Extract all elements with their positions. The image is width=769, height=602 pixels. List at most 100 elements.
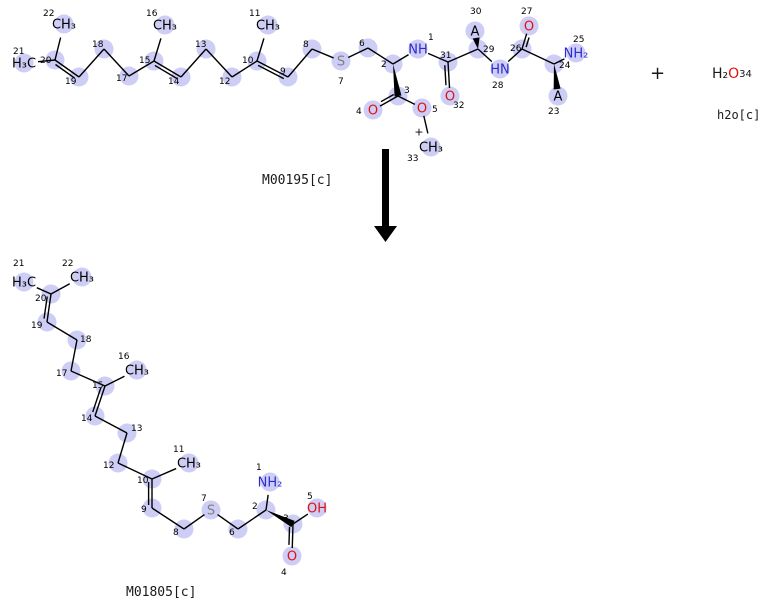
atom-map-number: 18 xyxy=(80,335,92,345)
atom-label: S xyxy=(207,504,215,519)
bond xyxy=(50,283,71,295)
atom-highlight xyxy=(282,546,302,566)
atom-label: OH xyxy=(307,502,327,517)
atom-map-number: 10 xyxy=(137,476,149,486)
bond xyxy=(94,415,128,434)
atom-map-number: 11 xyxy=(249,9,260,19)
atom-map-number: 5 xyxy=(432,105,438,115)
bond xyxy=(70,339,78,372)
bond xyxy=(103,48,130,77)
atom-highlight xyxy=(440,86,460,106)
atom-label: CH₃ xyxy=(419,141,443,156)
atom-map-number: 19 xyxy=(31,321,43,331)
bond xyxy=(265,494,269,511)
atom-map-number: 13 xyxy=(131,424,142,434)
atom-map-number: 23 xyxy=(548,107,559,117)
atom-map-number: 21 xyxy=(13,47,24,57)
water-map-number: 34 xyxy=(739,69,752,80)
plus-sign: + xyxy=(650,63,666,84)
atom-highlight xyxy=(54,14,74,34)
bond xyxy=(46,293,52,323)
atom-map-number: 28 xyxy=(492,81,504,91)
atom-map-number: 26 xyxy=(510,44,522,54)
water-id-label: h2o[c] xyxy=(717,108,761,122)
atom-map-number: 31 xyxy=(440,51,451,61)
bond xyxy=(367,47,394,65)
atom-map-number: 10 xyxy=(242,56,254,66)
atom-label: A xyxy=(554,90,563,105)
bond xyxy=(291,523,294,549)
atom-map-number: 17 xyxy=(116,74,127,84)
bond xyxy=(153,38,162,62)
atom-label: CH₃ xyxy=(52,18,76,33)
atom-map-number: 3 xyxy=(283,514,289,524)
bond-double-line xyxy=(444,65,447,86)
atom-map-number: 22 xyxy=(43,9,54,19)
atom-map-number: 13 xyxy=(195,40,206,50)
bond xyxy=(37,59,56,63)
bond xyxy=(217,514,239,530)
atom-map-number: 2 xyxy=(381,60,387,70)
atom-label: H₃C xyxy=(12,276,36,291)
atom-label: A xyxy=(471,25,480,40)
water-oxygen: O xyxy=(728,66,740,82)
bond xyxy=(151,507,185,530)
atom-map-number: 4 xyxy=(281,568,287,578)
bond xyxy=(292,513,309,525)
atom-map-number: 6 xyxy=(359,39,365,49)
atom-map-number: 30 xyxy=(470,7,482,17)
atom-map-number: 5 xyxy=(307,492,313,502)
atom-map-number: 3 xyxy=(404,86,410,96)
atom-map-number: 17 xyxy=(56,369,67,379)
bond xyxy=(183,514,205,530)
water-formula: H₂O34 xyxy=(712,66,752,82)
bond-double-line xyxy=(92,387,102,413)
bond xyxy=(70,370,106,387)
atom-highlight xyxy=(363,100,383,120)
bond xyxy=(117,432,128,464)
atom-map-number: 9 xyxy=(280,67,286,77)
atom-map-number: 22 xyxy=(62,259,73,269)
atom-map-number: 14 xyxy=(168,77,180,87)
bond xyxy=(46,321,78,341)
atom-label: NH₂ xyxy=(258,476,283,491)
bond xyxy=(427,52,449,63)
water-h2: H₂ xyxy=(712,66,729,82)
atom-highlight xyxy=(258,15,278,35)
atom-map-number: 33 xyxy=(407,154,418,164)
bond xyxy=(477,48,493,63)
atom-label: CH₃ xyxy=(70,271,94,286)
bond-double-line xyxy=(257,64,285,80)
bond xyxy=(521,48,555,65)
atom-highlight xyxy=(408,39,428,59)
atom-highlight xyxy=(465,21,485,41)
atom-map-number: 15 xyxy=(139,56,150,66)
bond xyxy=(128,60,155,77)
atom-map-number: 20 xyxy=(40,56,52,66)
atom-map-number: 24 xyxy=(559,61,571,71)
atom-highlight xyxy=(14,272,34,292)
atom-highlight xyxy=(201,500,221,520)
bond xyxy=(447,61,451,89)
product-id-label: M01805[c] xyxy=(126,585,197,600)
bond xyxy=(104,375,125,387)
bond-double-line xyxy=(525,37,530,48)
bond xyxy=(379,95,399,107)
bond xyxy=(256,38,265,62)
atom-map-number: 18 xyxy=(92,40,104,50)
bond-double-line xyxy=(380,93,395,103)
atom-map-number: 7 xyxy=(338,77,344,87)
atom-map-number: 8 xyxy=(303,40,309,50)
bond xyxy=(287,48,313,78)
wedge-bond xyxy=(266,510,295,528)
atom-highlight xyxy=(566,43,586,63)
bond xyxy=(553,58,565,65)
atom-label: CH₃ xyxy=(125,364,149,379)
atom-label: O xyxy=(287,550,297,565)
atom-label: CH₃ xyxy=(177,457,201,472)
bond xyxy=(153,60,182,78)
bond xyxy=(151,467,177,480)
